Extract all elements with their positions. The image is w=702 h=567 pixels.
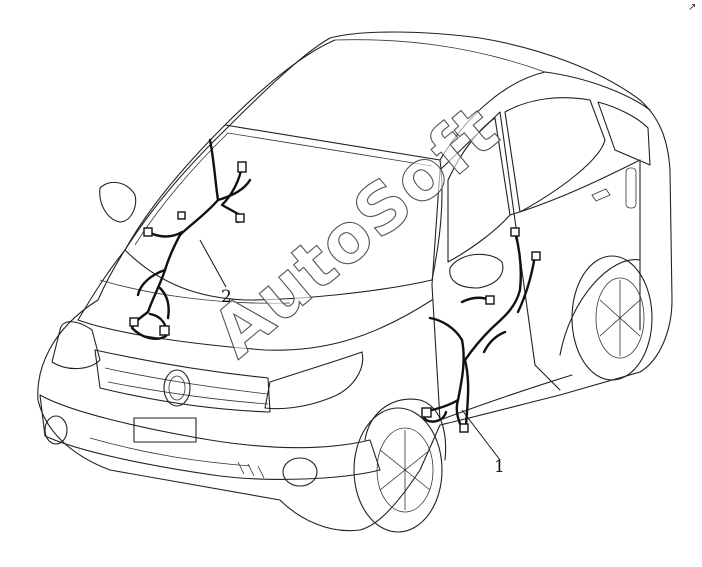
- side-sill: [439, 374, 573, 421]
- hood-crease: [99, 279, 291, 304]
- harness-front-door: [421, 227, 541, 433]
- front-wheel: [353, 407, 443, 533]
- rear-side-window: [504, 97, 606, 213]
- right-mirror: [449, 253, 504, 289]
- callout-2-label: 2: [221, 287, 232, 307]
- badge-emblem: [163, 369, 191, 407]
- right-fog-lamp: [282, 457, 318, 487]
- rear-wheel-arch: [559, 259, 641, 356]
- rear-wheel-spokes: [599, 280, 641, 356]
- front-bumper: [39, 394, 381, 480]
- lower-grille: [89, 437, 265, 479]
- rear-door: [509, 159, 641, 391]
- grille: [94, 349, 271, 413]
- left-mirror: [99, 181, 137, 223]
- rear-wheel-rim: [595, 277, 645, 359]
- hood: [77, 249, 433, 351]
- front-wheel-spokes: [379, 430, 431, 510]
- license-plate-area: [133, 417, 197, 443]
- right-headlight: [264, 351, 364, 410]
- front-door: [431, 111, 536, 421]
- body-silhouette: [37, 31, 673, 532]
- car-body: [37, 31, 673, 533]
- rear-wheel: [571, 255, 653, 381]
- harness-1-connector: [510, 227, 520, 237]
- callout-1-label: 1: [494, 457, 505, 477]
- watermark-text: AutoSoft: [198, 90, 514, 373]
- harness-2-connector: [237, 161, 247, 173]
- front-wheel-rim: [376, 427, 434, 513]
- quarter-window: [597, 101, 651, 166]
- badge-emblem-inner: [168, 375, 186, 401]
- grille-bar: [104, 367, 269, 405]
- left-headlight: [51, 321, 101, 370]
- roof-edge: [334, 39, 546, 73]
- harness-engine-bay: [129, 138, 252, 340]
- left-fog-lamp: [44, 415, 68, 445]
- corner-mark: ↗: [688, 2, 696, 13]
- door-handle: [591, 188, 611, 202]
- callout-1-leader: [461, 409, 501, 461]
- callout-2-leader: [199, 239, 227, 288]
- fuel-door: [625, 167, 637, 209]
